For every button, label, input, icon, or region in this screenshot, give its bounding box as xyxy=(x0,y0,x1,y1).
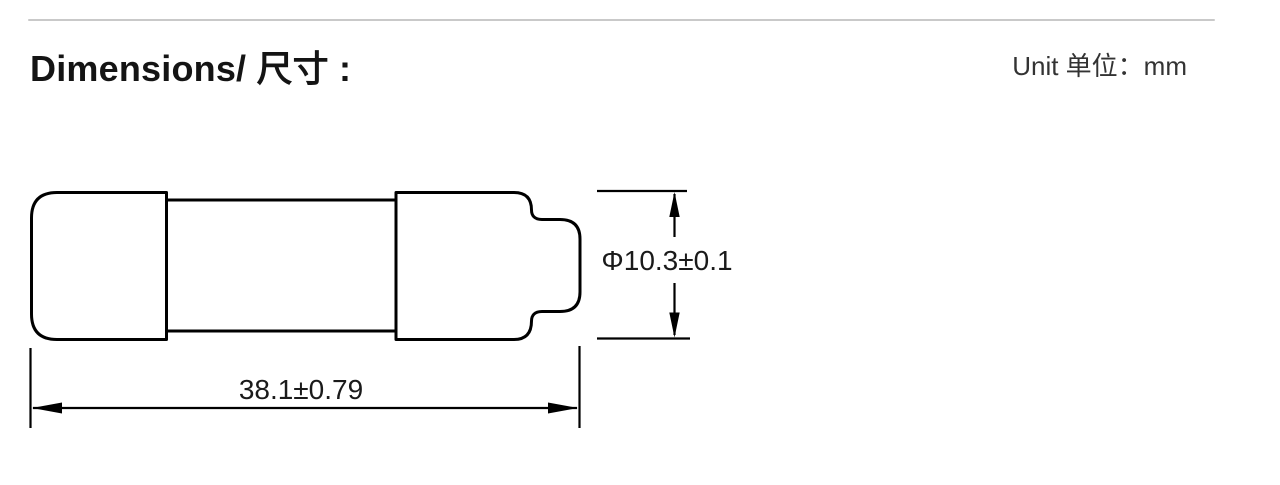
fuse-left-cap xyxy=(30,191,168,341)
section-title: Dimensions/ 尺寸 : xyxy=(30,48,352,89)
section-divider-line xyxy=(28,19,1215,21)
diameter-arrowhead-up xyxy=(669,192,680,217)
length-arrowhead-left xyxy=(32,402,62,414)
length-dimension-label: 38.1±0.79 xyxy=(239,374,363,405)
diameter-dimension-label: Φ10.3±0.1 xyxy=(601,245,732,276)
diameter-arrowhead-down xyxy=(669,312,680,338)
unit-label: Unit 单位：mm xyxy=(1012,51,1187,81)
length-arrowhead-right xyxy=(548,402,578,414)
fuse-barrel xyxy=(165,198,398,333)
fuse-right-cap-and-tip xyxy=(394,191,582,341)
